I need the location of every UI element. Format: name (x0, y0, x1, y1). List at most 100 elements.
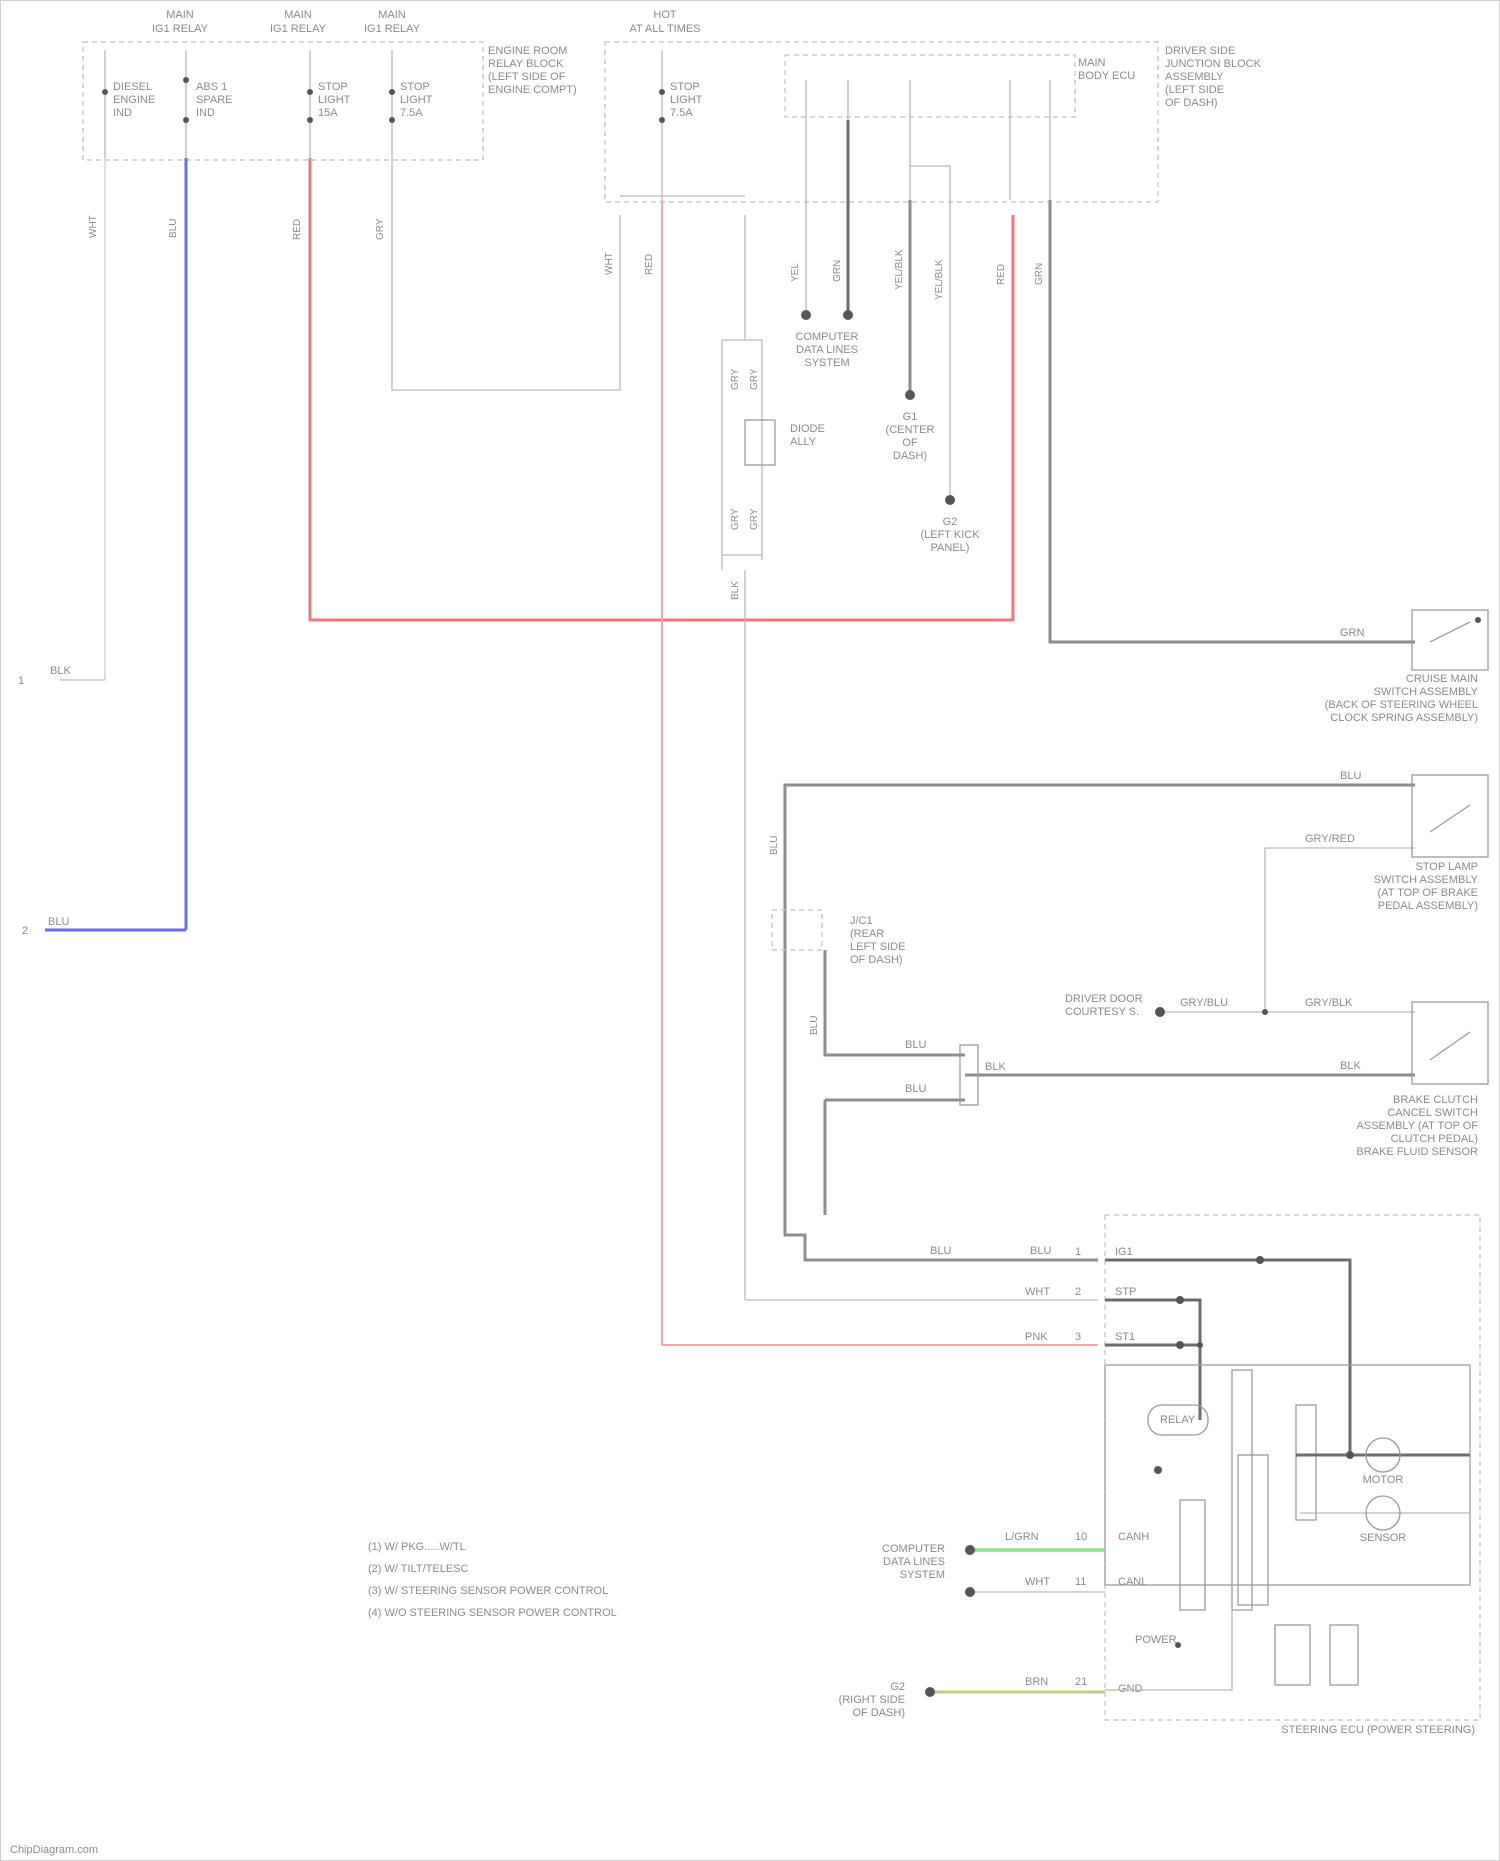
svg-text:RELAY: RELAY (1160, 1414, 1196, 1426)
svg-text:WHT: WHT (88, 215, 99, 238)
svg-text:CANH: CANH (1118, 1531, 1149, 1543)
svg-text:BLK: BLK (1340, 1060, 1361, 1072)
svg-text:SYSTEM: SYSTEM (900, 1569, 945, 1581)
svg-text:PEDAL ASSEMBLY): PEDAL ASSEMBLY) (1378, 900, 1478, 912)
ref-computer-data-lines: COMPUTER (796, 331, 859, 343)
ref-left-computer: COMPUTER (882, 1543, 945, 1555)
svg-text:YEL: YEL (790, 263, 801, 282)
ecu-inner-frame (1105, 1365, 1470, 1585)
legend-2: (2) W/ TILT/TELESC (368, 1563, 468, 1575)
svg-text:OF DASH): OF DASH) (1165, 97, 1218, 109)
svg-text:SENSOR: SENSOR (1360, 1532, 1407, 1544)
svg-text:7.5A: 7.5A (400, 107, 423, 119)
svg-text:BRN: BRN (1025, 1676, 1048, 1688)
svg-text:OF DASH): OF DASH) (850, 954, 903, 966)
svg-text:RED: RED (644, 254, 655, 275)
ecu-power-bus (1232, 1370, 1252, 1610)
svg-text:RED: RED (292, 219, 303, 240)
svg-text:SWITCH ASSEMBLY: SWITCH ASSEMBLY (1374, 874, 1479, 886)
svg-text:BLK: BLK (50, 665, 71, 677)
svg-text:DATA LINES: DATA LINES (796, 344, 858, 356)
svg-text:GRY: GRY (730, 368, 741, 390)
legend-4: (4) W/O STEERING SENSOR POWER CONTROL (368, 1607, 617, 1619)
svg-text:SYSTEM: SYSTEM (804, 357, 849, 369)
svg-text:COURTESY S.: COURTESY S. (1065, 1006, 1139, 1018)
svg-text:STOP: STOP (400, 81, 430, 93)
fuse-header-2b: IG1 RELAY (270, 23, 327, 35)
svg-text:3: 3 (1075, 1331, 1081, 1343)
svg-text:DIESEL: DIESEL (113, 81, 152, 93)
fuse-header-4: HOT (653, 9, 677, 21)
svg-text:GRN: GRN (832, 260, 843, 282)
svg-text:2: 2 (1075, 1286, 1081, 1298)
fuse-header-3b: IG1 RELAY (364, 23, 421, 35)
svg-text:CANCEL SWITCH: CANCEL SWITCH (1387, 1107, 1478, 1119)
svg-text:ASSEMBLY (AT TOP OF: ASSEMBLY (AT TOP OF (1357, 1120, 1479, 1132)
svg-text:(RIGHT SIDE: (RIGHT SIDE (839, 1694, 905, 1706)
svg-text:BLU: BLU (769, 836, 780, 855)
svg-text:GRY: GRY (749, 368, 760, 390)
svg-text:STOP: STOP (670, 81, 700, 93)
svg-text:(REAR: (REAR (850, 928, 884, 940)
fuse-3: STOP LIGHT 15A (307, 50, 351, 158)
svg-text:WHT: WHT (1025, 1576, 1050, 1588)
svg-text:DATA LINES: DATA LINES (883, 1556, 945, 1568)
fuse-2: ABS 1 SPARE IND (183, 50, 232, 158)
svg-text:1: 1 (1075, 1246, 1081, 1258)
ecu-driver-ic (1238, 1455, 1268, 1605)
svg-text:10: 10 (1075, 1531, 1087, 1543)
ecu-cpu-block (1180, 1500, 1205, 1610)
fuse-header-2: MAIN (284, 9, 312, 21)
svg-text:J/C1: J/C1 (850, 915, 873, 927)
svg-text:MOTOR: MOTOR (1363, 1474, 1404, 1486)
svg-text:OF: OF (902, 437, 918, 449)
svg-text:ST1: ST1 (1115, 1331, 1135, 1343)
svg-text:(LEFT SIDE OF: (LEFT SIDE OF (488, 71, 566, 83)
svg-text:POWER: POWER (1135, 1634, 1177, 1646)
svg-text:BLU: BLU (930, 1245, 951, 1257)
ecu-motor-driver (1296, 1405, 1316, 1520)
svg-text:STOP LAMP: STOP LAMP (1415, 861, 1478, 873)
svg-text:MAIN: MAIN (1078, 57, 1106, 69)
svg-text:15A: 15A (318, 107, 338, 119)
svg-text:YEL/BLK: YEL/BLK (934, 259, 945, 300)
svg-text:DIODE: DIODE (790, 423, 825, 435)
fuse-4: STOP LIGHT 7.5A (389, 50, 433, 158)
svg-text:LEFT SIDE: LEFT SIDE (850, 941, 905, 953)
svg-text:BLU: BLU (1030, 1245, 1051, 1257)
svg-text:GRY/BLK: GRY/BLK (1305, 997, 1353, 1009)
ref-left-ground: G2 (890, 1681, 905, 1693)
svg-text:(AT TOP OF BRAKE: (AT TOP OF BRAKE (1378, 887, 1478, 899)
legend-3: (3) W/ STEERING SENSOR POWER CONTROL (368, 1585, 608, 1597)
svg-text:BRAKE FLUID SENSOR: BRAKE FLUID SENSOR (1356, 1146, 1478, 1158)
svg-text:ENGINE: ENGINE (113, 94, 155, 106)
svg-text:BLU: BLU (1340, 770, 1361, 782)
svg-text:RELAY BLOCK: RELAY BLOCK (488, 58, 564, 70)
brake-cancel-switch (1412, 1002, 1488, 1084)
svg-text:(LEFT KICK: (LEFT KICK (920, 529, 980, 541)
svg-text:STOP: STOP (318, 81, 348, 93)
fuse-header-1: MAIN (166, 9, 194, 21)
svg-text:PNK: PNK (1025, 1331, 1048, 1343)
svg-text:DASH): DASH) (893, 450, 927, 462)
fuse-5: STOP LIGHT 7.5A (659, 50, 703, 200)
ref-g2: G2 (943, 516, 958, 528)
ecu-sensor-block (1330, 1625, 1358, 1685)
svg-text:BLU: BLU (905, 1083, 926, 1095)
svg-text:LIGHT: LIGHT (400, 94, 433, 106)
svg-text:BRAKE CLUTCH: BRAKE CLUTCH (1393, 1094, 1478, 1106)
svg-text:L/GRN: L/GRN (1005, 1531, 1039, 1543)
svg-text:11: 11 (1075, 1576, 1086, 1588)
svg-text:BODY ECU: BODY ECU (1078, 70, 1135, 82)
svg-text:IND: IND (113, 107, 132, 119)
svg-text:GRY/RED: GRY/RED (1305, 833, 1355, 845)
wire-red-2 (662, 200, 1098, 1345)
svg-text:BLU: BLU (905, 1039, 926, 1051)
ecu-title: STEERING ECU (POWER STEERING) (1281, 1724, 1475, 1736)
svg-text:(BACK OF STEERING WHEEL: (BACK OF STEERING WHEEL (1325, 699, 1478, 711)
relay-block-location: ENGINE ROOM (488, 45, 567, 57)
svg-text:SWITCH ASSEMBLY: SWITCH ASSEMBLY (1374, 686, 1479, 698)
svg-text:GND: GND (1118, 1683, 1143, 1695)
svg-text:2: 2 (22, 925, 28, 937)
